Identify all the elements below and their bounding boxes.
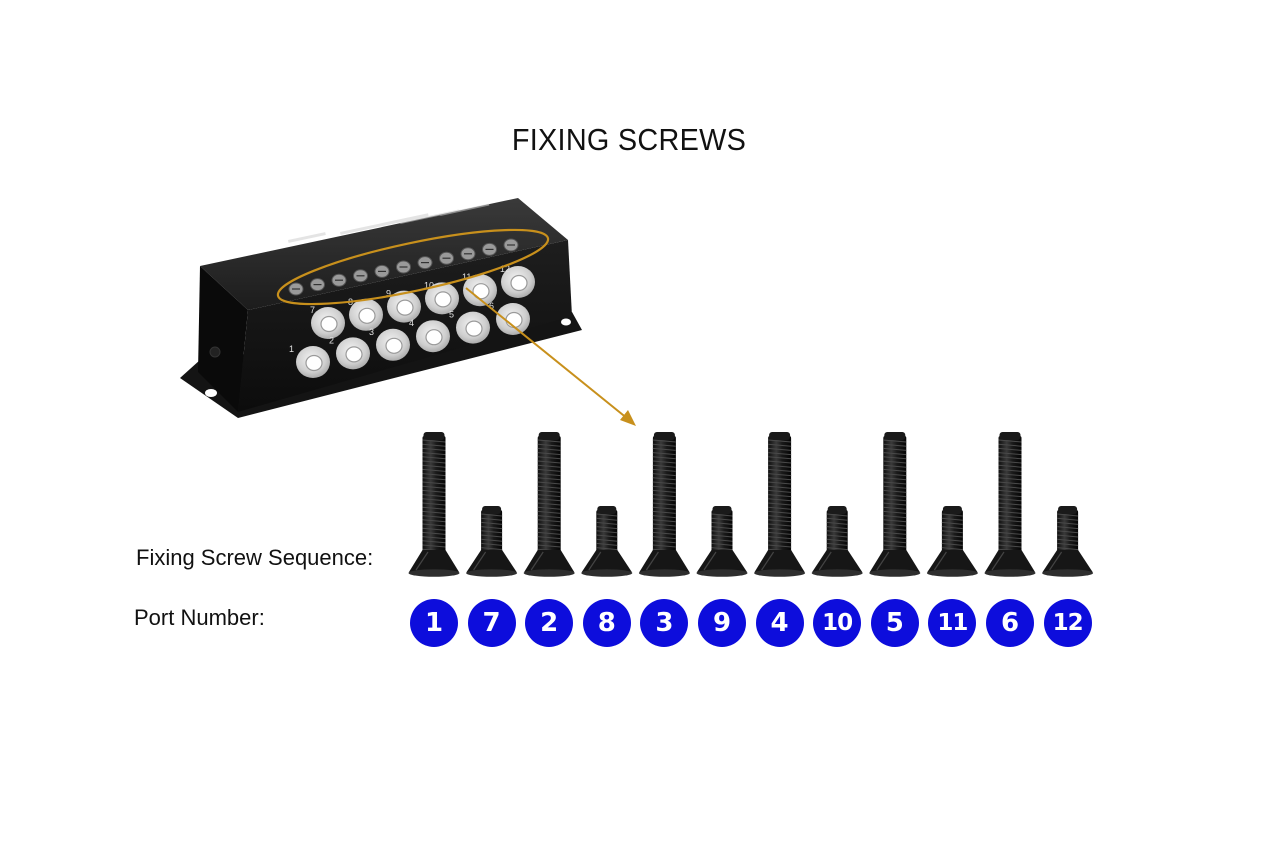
port-badge: 5: [870, 599, 919, 647]
connector-port-label: 5: [449, 310, 454, 320]
port-badge: 4: [755, 599, 804, 647]
callout-ellipse: [276, 228, 550, 306]
port-badge: 1: [410, 599, 458, 647]
port-badge: 8: [582, 599, 631, 647]
connector-port-label: 2: [329, 335, 334, 345]
flange-hole-left: [205, 389, 217, 397]
connector-port-label: 3: [369, 327, 374, 337]
short-screw: [696, 506, 748, 577]
callout-arrowhead: [620, 410, 636, 426]
connector-port-label: 4: [409, 318, 414, 328]
connector-port-label: 11: [462, 272, 471, 282]
long-screw: [984, 432, 1036, 577]
long-screw: [638, 432, 690, 577]
port-badge: 6: [986, 599, 1034, 647]
long-screw: [408, 432, 460, 577]
connector-port-label: 12: [500, 264, 510, 274]
short-screw: [1042, 506, 1094, 577]
terminal-screws-row: [288, 238, 519, 296]
sequence-label: Fixing Screw Sequence:: [136, 545, 374, 570]
short-screw: [926, 506, 978, 577]
short-screw: [811, 506, 863, 577]
connector-port-label: 7: [310, 305, 315, 315]
short-screw: [581, 506, 633, 577]
connector-port-label: 6: [489, 301, 494, 311]
flange-hole-right: [561, 318, 571, 326]
callout-arrow: [465, 287, 629, 420]
port-badge: 7: [467, 599, 516, 647]
connector-port-label: 1: [289, 344, 294, 354]
housing-end: [198, 266, 248, 412]
port-badge: 10: [813, 599, 862, 647]
long-screw: [869, 432, 921, 577]
long-screw: [523, 432, 575, 577]
port-badge: 9: [698, 599, 746, 647]
connector-port-label: 10: [424, 280, 434, 290]
housing-label-text: [288, 203, 490, 243]
page-title: FIXING SCREWS: [511, 122, 747, 157]
connector-port-label: 9: [386, 289, 391, 299]
port-number-label: Port Number:: [134, 605, 265, 630]
port-badge: 3: [640, 599, 689, 647]
long-screw: [754, 432, 806, 577]
port-badge: 11: [928, 599, 977, 647]
port-badge: 12: [1043, 599, 1092, 647]
port-badge: 2: [525, 599, 574, 647]
short-screw: [466, 506, 518, 577]
